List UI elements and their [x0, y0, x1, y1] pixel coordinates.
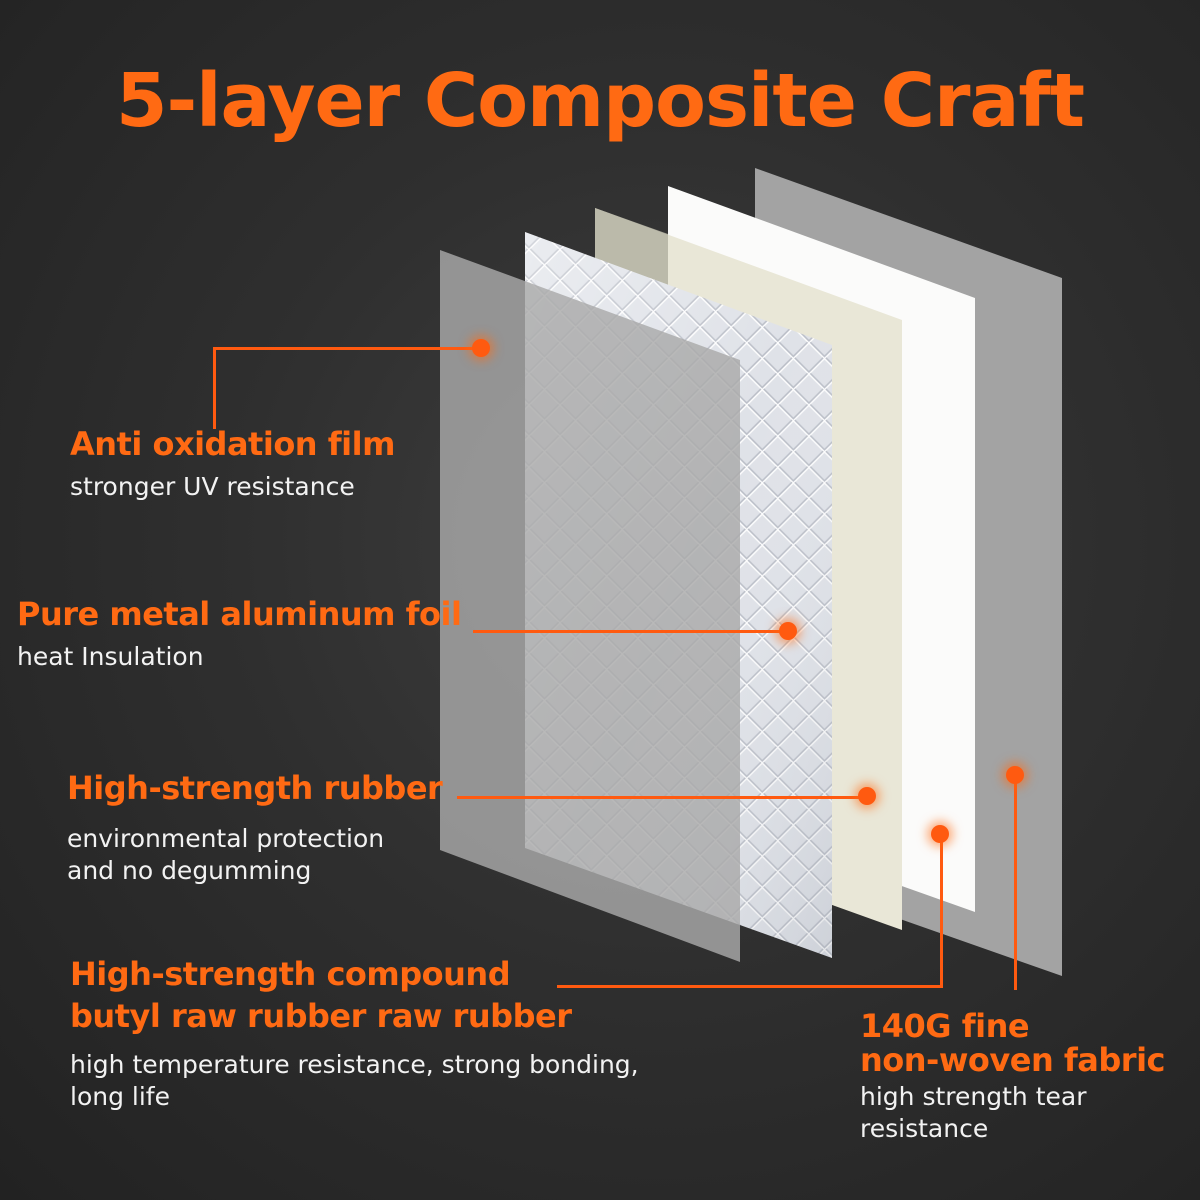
description-line: high temperature resistance, strong bond… [70, 1050, 639, 1079]
page-title: 5-layer Composite Craft [115, 58, 1085, 144]
callout-line-fabric-vertical [1014, 776, 1017, 990]
callout-dot-rubber [858, 787, 876, 805]
label-heading-line: butyl raw rubber raw rubber [70, 997, 572, 1035]
description-line: stronger UV resistance [70, 472, 355, 501]
description-line: high strength tear [860, 1082, 1087, 1111]
callout-line-film-vertical [213, 347, 216, 429]
layer-anti-oxidation-film [440, 250, 740, 962]
label-aluminum-foil: Pure metal aluminum foil heat Insulation [17, 593, 462, 673]
callout-line-butyl-vertical [940, 834, 943, 988]
label-description: high strength tear resistance [860, 1081, 1165, 1145]
label-high-strength-rubber: High-strength rubber environmental prote… [67, 767, 443, 887]
description-line: environmental protection [67, 824, 385, 853]
callout-dot-foil [779, 622, 797, 640]
label-description: high temperature resistance, strong bond… [70, 1049, 639, 1113]
description-line: resistance [860, 1114, 989, 1143]
description-line: long life [70, 1082, 170, 1111]
label-heading-line: non-woven fabric [860, 1041, 1166, 1079]
callout-line-foil [473, 630, 788, 633]
callout-line-butyl-horizontal [557, 985, 943, 988]
label-heading-line: 140G fine [860, 1007, 1030, 1045]
description-line: heat Insulation [17, 642, 204, 671]
description-line: and no degumming [67, 856, 312, 885]
label-heading: High-strength rubber [67, 769, 443, 807]
label-heading-line: High-strength compound [70, 955, 511, 993]
label-heading: Pure metal aluminum foil [17, 595, 462, 633]
label-description: environmental protection and no degummin… [67, 823, 442, 887]
label-anti-oxidation-film: Anti oxidation film stronger UV resistan… [70, 423, 395, 503]
label-nonwoven-fabric: 140G fine non-woven fabric high strength… [860, 1005, 1166, 1145]
callout-line-rubber [457, 796, 867, 799]
callout-dot-film [472, 339, 490, 357]
label-description: stronger UV resistance [70, 471, 395, 503]
callout-dot-fabric [1006, 766, 1024, 784]
callout-line-film-horizontal [213, 347, 483, 350]
label-description: heat Insulation [17, 641, 461, 673]
label-heading: Anti oxidation film [70, 425, 395, 463]
callout-dot-butyl [931, 825, 949, 843]
label-butyl-rubber: High-strength compound butyl raw rubber … [70, 953, 639, 1113]
